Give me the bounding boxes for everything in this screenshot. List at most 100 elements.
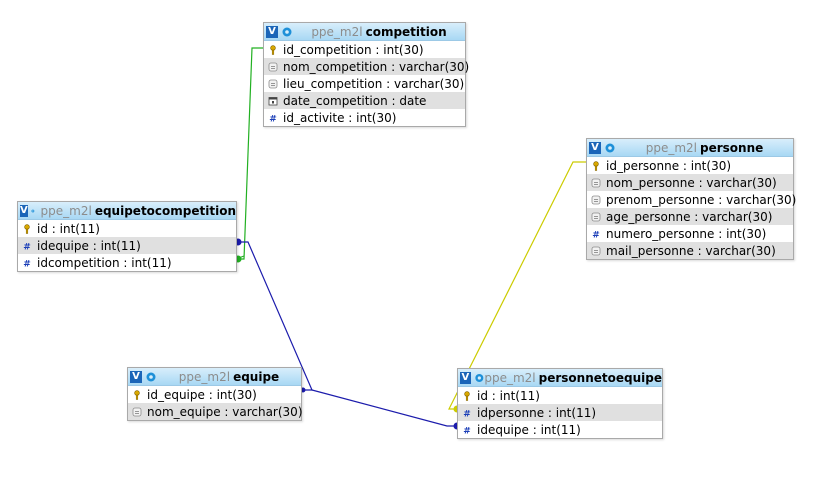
column-label: id : int(11) — [477, 388, 540, 403]
table-competition[interactable]: V ppe_m2l competition id_competition : i… — [263, 22, 469, 127]
column-label: idequipe : int(11) — [37, 238, 141, 253]
table-header[interactable]: V ppe_m2l competition — [264, 23, 465, 41]
toggle-columns-icon[interactable]: V — [460, 371, 471, 384]
date-icon — [268, 96, 278, 106]
table-header[interactable]: V ppe_m2l equipe — [128, 368, 301, 386]
column-label: nom_personne : varchar(30) — [606, 175, 777, 190]
table-equipe[interactable]: V ppe_m2l equipe id_equipe : int(30) nom_… — [127, 367, 303, 421]
column-label: age_personne : varchar(30) — [606, 209, 773, 224]
database-name: ppe_m2l — [484, 370, 536, 385]
column-row[interactable]: # numero_personne : int(30) — [587, 225, 793, 242]
text-icon — [268, 79, 278, 89]
number-icon: # — [462, 408, 472, 418]
text-icon — [268, 62, 278, 72]
column-row[interactable]: date_competition : date — [264, 92, 465, 109]
column-label: id_personne : int(30) — [606, 158, 732, 173]
text-icon — [591, 195, 601, 205]
column-list: id : int(11) # idequipe : int(11) # idcompet… — [18, 220, 236, 271]
column-label: idpersonne : int(11) — [477, 405, 597, 420]
table-personne[interactable]: V ppe_m2l personne id_personne : int(30)… — [586, 138, 797, 260]
column-label: nom_competition : varchar(30) — [283, 59, 470, 74]
svg-text:#: # — [23, 259, 31, 268]
table-name: equipetocompetition — [94, 203, 236, 218]
gear-icon[interactable] — [474, 372, 485, 384]
table-name: competition — [365, 24, 447, 39]
table-header[interactable]: V ppe_m2l equipetocompetition — [18, 202, 236, 220]
gear-icon[interactable] — [145, 371, 157, 383]
toggle-columns-icon[interactable]: V — [130, 370, 142, 383]
column-row[interactable]: prenom_personne : varchar(30) — [587, 191, 797, 208]
column-row[interactable]: nom_competition : varchar(30) — [264, 58, 469, 75]
column-row[interactable]: id_equipe : int(30) — [128, 386, 301, 403]
table-name: equipe — [233, 369, 280, 384]
svg-text:#: # — [23, 242, 31, 251]
relation-line-equipe-personne — [311, 389, 457, 427]
svg-text:#: # — [269, 114, 277, 123]
toggle-columns-icon[interactable]: V — [266, 25, 278, 38]
text-icon — [591, 212, 601, 222]
column-row[interactable]: id_personne : int(30) — [587, 157, 793, 174]
number-icon: # — [462, 425, 472, 435]
table-personnetoequipe[interactable]: V ppe_m2l personnetoequipe id : int(11)#… — [457, 368, 663, 439]
key-icon — [268, 44, 278, 55]
number-icon: # — [22, 241, 32, 251]
column-list: id : int(11) # idpersonne : int(11) # idequi… — [458, 387, 662, 438]
table-header[interactable]: V ppe_m2l personnetoequipe — [458, 369, 662, 387]
number-icon: # — [591, 229, 601, 239]
column-label: nom_equipe : varchar(30) — [147, 404, 303, 419]
column-row[interactable]: nom_personne : varchar(30) — [587, 174, 793, 191]
column-row[interactable]: id_competition : int(30) — [264, 41, 465, 58]
column-label: idcompetition : int(11) — [37, 255, 172, 270]
table-name: personnetoequipe — [538, 370, 662, 385]
column-row[interactable]: # idequipe : int(11) — [458, 421, 662, 438]
relation-line-competition-foot — [235, 255, 245, 260]
column-label: id_equipe : int(30) — [147, 387, 257, 402]
database-name: ppe_m2l — [311, 24, 363, 39]
gear-icon[interactable] — [281, 26, 293, 38]
column-label: id : int(11) — [37, 221, 100, 236]
database-name: ppe_m2l — [645, 140, 697, 155]
column-row[interactable]: # idcompetition : int(11) — [18, 254, 236, 271]
key-icon — [22, 223, 32, 234]
column-label: id_activite : int(30) — [283, 110, 397, 125]
column-label: idequipe : int(11) — [477, 422, 581, 437]
column-label: id_competition : int(30) — [283, 42, 424, 57]
column-label: prenom_personne : varchar(30) — [606, 192, 797, 207]
svg-text:#: # — [463, 426, 471, 435]
column-row[interactable]: nom_equipe : varchar(30) — [128, 403, 303, 420]
column-list: id_personne : int(30) nom_personne : varc… — [587, 157, 797, 259]
table-header[interactable]: V ppe_m2l personne — [587, 139, 793, 157]
text-icon — [132, 407, 142, 417]
database-name: ppe_m2l — [40, 203, 92, 218]
relation-line-competition — [236, 47, 264, 260]
column-label: mail_personne : varchar(30) — [606, 243, 776, 258]
table-equipetocompetition[interactable]: V ppe_m2l equipetocompetition id : int(1… — [17, 201, 237, 272]
column-label: lieu_competition : varchar(30) — [283, 76, 465, 91]
gear-icon[interactable] — [31, 205, 35, 217]
gear-icon[interactable] — [604, 142, 616, 154]
column-row[interactable]: id : int(11) — [18, 220, 236, 237]
key-icon — [132, 389, 142, 400]
column-row[interactable]: id : int(11) — [458, 387, 662, 404]
svg-text:#: # — [592, 230, 600, 239]
column-row[interactable]: # id_activite : int(30) — [264, 109, 465, 126]
number-icon: # — [268, 113, 278, 123]
toggle-columns-icon[interactable]: V — [589, 141, 601, 154]
table-name: personne — [700, 140, 764, 155]
key-icon — [591, 160, 601, 171]
column-row[interactable]: age_personne : varchar(30) — [587, 208, 793, 225]
column-row[interactable]: mail_personne : varchar(30) — [587, 242, 793, 259]
column-label: numero_personne : int(30) — [606, 226, 767, 241]
column-row[interactable]: # idpersonne : int(11) — [458, 404, 662, 421]
column-row[interactable]: # idequipe : int(11) — [18, 237, 236, 254]
column-row[interactable]: lieu_competition : varchar(30) — [264, 75, 465, 92]
key-icon — [462, 390, 472, 401]
toggle-columns-icon[interactable]: V — [20, 204, 28, 217]
column-list: id_equipe : int(30) nom_equipe : varchar(… — [128, 386, 303, 420]
text-icon — [591, 246, 601, 256]
number-icon: # — [22, 258, 32, 268]
svg-text:#: # — [463, 409, 471, 418]
text-icon — [591, 178, 601, 188]
column-label: date_competition : date — [283, 93, 427, 108]
column-list: id_competition : int(30) nom_competition … — [264, 41, 469, 126]
